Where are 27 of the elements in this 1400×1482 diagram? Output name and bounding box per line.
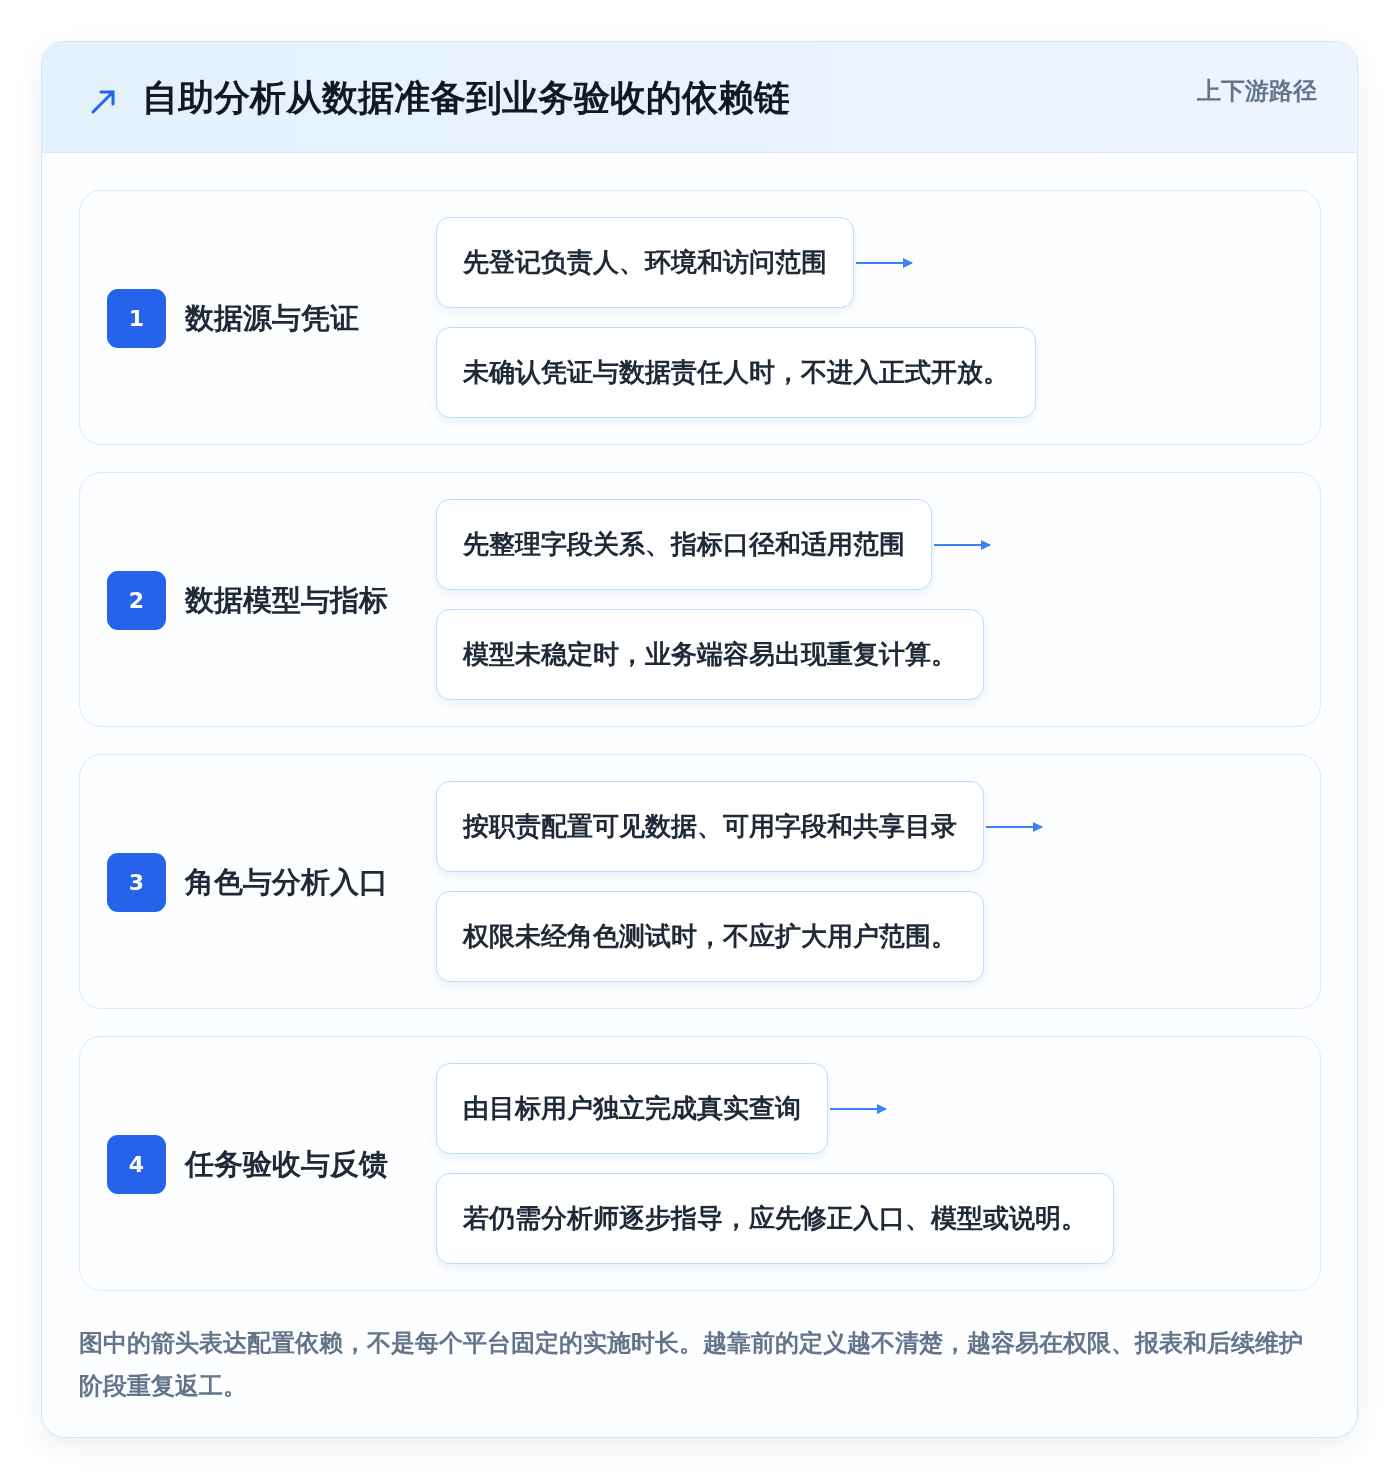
action-box: 由目标用户独立完成真实查询 [436,1063,828,1154]
step-number-badge: 1 [107,289,166,348]
arrow [829,1103,887,1114]
condition-box: 未确认凭证与数据责任人时，不进入正式开放。 [436,327,1036,418]
action-box: 先登记负责人、环境和访问范围 [436,217,854,308]
step-title: 角色与分析入口 [185,864,388,901]
step-card [79,472,1321,727]
step-title: 数据源与凭证 [185,300,359,337]
header-label: 上下游路径 [1197,76,1317,107]
arrow [855,257,913,268]
step-card [79,754,1321,1009]
step-card [79,190,1321,445]
step-title: 任务验收与反馈 [185,1146,388,1183]
step-card [79,1036,1321,1291]
action-box: 先整理字段关系、指标口径和适用范围 [436,499,932,590]
step-title: 数据模型与指标 [185,582,388,619]
action-box: 按职责配置可见数据、可用字段和共享目录 [436,781,984,872]
condition-box: 权限未经角色测试时，不应扩大用户范围。 [436,891,984,982]
step-number-badge: 4 [107,1135,166,1194]
caption: 图中的箭头表达配置依赖，不是每个平台固定的实施时长。越靠前的定义越不清楚，越容易在权限、报表和后续维护阶段重复返工。 [79,1328,1304,1402]
condition-box: 模型未稳定时，业务端容易出现重复计算。 [436,609,984,700]
step-number-badge: 2 [107,571,166,630]
arrow [933,539,991,550]
condition-box: 若仍需分析师逐步指导，应先修正入口、模型或说明。 [436,1173,1114,1264]
title: 自助分析从数据准备到业务验收的依赖链 [142,76,790,120]
step-number-badge: 3 [107,853,166,912]
arrow [985,821,1043,832]
